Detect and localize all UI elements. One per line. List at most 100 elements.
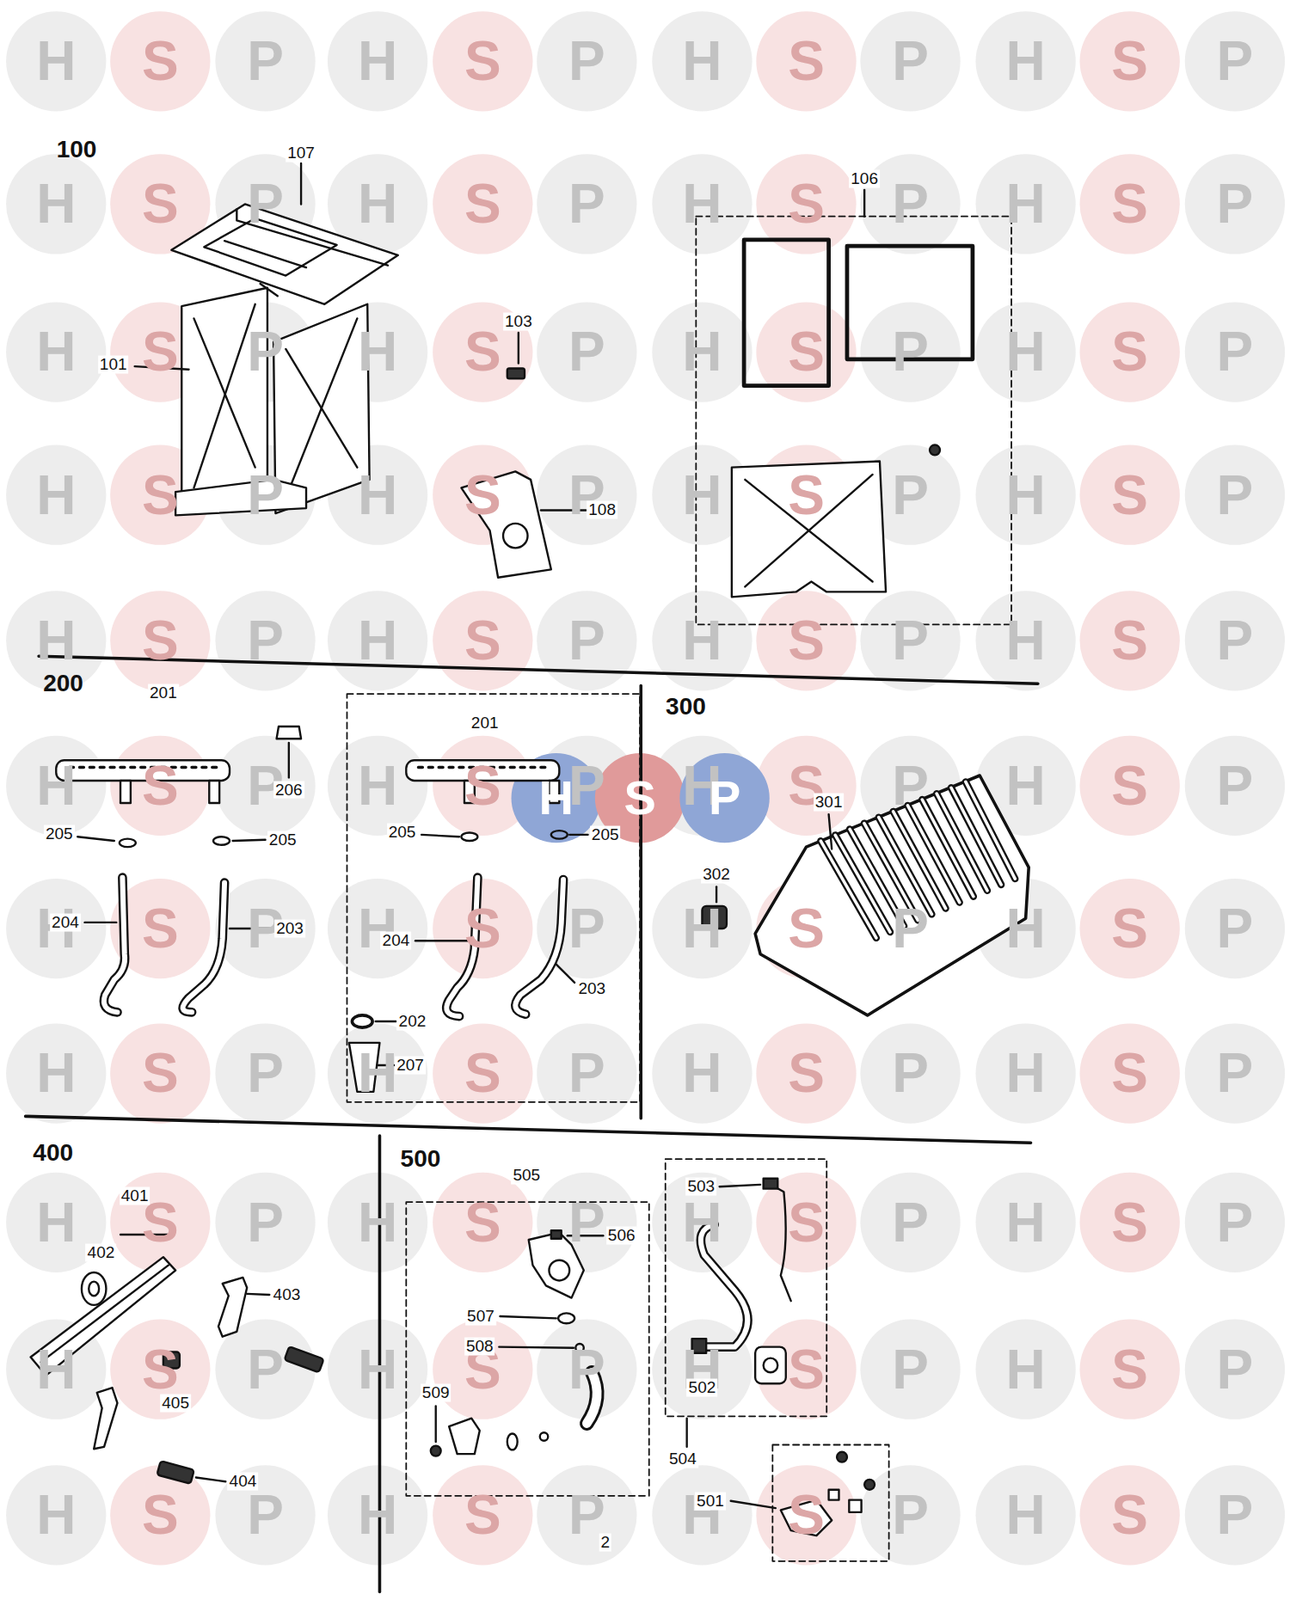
watermark-circle [110, 1465, 210, 1566]
callout-number: 103 [503, 312, 535, 331]
watermark-circle [432, 1320, 533, 1420]
callout-number: 504 [667, 1450, 699, 1469]
watermark-letter: H [1006, 755, 1046, 817]
watermark-letter: S [787, 321, 825, 382]
watermark-letter: S [141, 464, 179, 525]
watermark-letter: P [1216, 755, 1254, 817]
watermark-letter: H [1006, 173, 1046, 234]
callout-number: 207 [394, 1056, 426, 1075]
logo-letter: P [708, 771, 741, 825]
watermark-letter: P [246, 464, 284, 525]
logo-circle [679, 753, 769, 843]
watermark-circle [327, 736, 428, 836]
watermark-letter: P [246, 1339, 284, 1400]
watermark-letter: P [568, 610, 606, 671]
watermark-letter: S [141, 1339, 179, 1400]
watermark-circle [6, 1465, 106, 1566]
watermark-circle [860, 1320, 960, 1420]
section-number: 400 [32, 1140, 74, 1168]
watermark-circle [327, 590, 428, 691]
watermark-letter: P [568, 1339, 606, 1400]
watermark-letter: H [357, 610, 398, 671]
watermark-letter: S [1111, 755, 1149, 817]
watermark-letter: S [464, 898, 502, 959]
watermark-circle [1080, 445, 1180, 546]
watermark-letter: S [464, 755, 502, 817]
watermark-letter: S [1111, 464, 1149, 525]
watermark-circle [432, 1023, 533, 1124]
watermark-circle [1080, 1465, 1180, 1566]
watermark-letter: H [681, 1191, 722, 1253]
watermark-circle [755, 11, 856, 111]
watermark-circle [651, 11, 752, 111]
watermark-letter: S [464, 610, 502, 671]
watermark-letter: P [1216, 898, 1254, 959]
watermark-circle [432, 1465, 533, 1566]
watermark-circle [327, 1173, 428, 1273]
watermark-letter: H [1006, 1339, 1046, 1400]
watermark-circle [110, 11, 210, 111]
watermark-circle [432, 878, 533, 979]
watermark-letter: H [1006, 464, 1046, 525]
watermark-letter: H [1006, 30, 1046, 92]
watermark-circle [1080, 736, 1180, 836]
watermark-letter: P [568, 321, 606, 382]
watermark-letter: S [1111, 30, 1149, 92]
watermark-circle [215, 878, 315, 979]
watermark-letter: S [1111, 1485, 1149, 1546]
callout-number: 402 [86, 1244, 117, 1263]
watermark-circle [1080, 1023, 1180, 1124]
watermark-letter: S [464, 1191, 502, 1253]
watermark-circle [1185, 1465, 1285, 1566]
watermark-letter: H [36, 755, 76, 817]
callout-number: 201 [469, 714, 501, 733]
watermark-letter: S [1111, 898, 1149, 959]
watermark-circle [110, 1320, 210, 1420]
watermark-circle [6, 736, 106, 836]
section-number: 300 [665, 694, 707, 721]
watermark-letter: H [357, 30, 398, 92]
watermark-circle [1080, 11, 1180, 111]
watermark-circle [1185, 736, 1285, 836]
watermark-circle [6, 1023, 106, 1124]
watermark-circle [860, 1173, 960, 1273]
callout-number: 404 [227, 1473, 259, 1492]
watermark-circle [1185, 878, 1285, 979]
watermark-letter: S [787, 1339, 825, 1400]
watermark-circle [651, 153, 752, 254]
watermark-letter: H [681, 1043, 722, 1104]
watermark-circle [860, 1023, 960, 1124]
watermark-circle [975, 301, 1075, 402]
watermark-letter: S [787, 898, 825, 959]
watermark-circle [432, 11, 533, 111]
watermark-letter: S [141, 1043, 179, 1104]
watermark-letter: S [141, 898, 179, 959]
callout-number: 503 [685, 1178, 717, 1197]
watermark-letter: P [891, 464, 929, 525]
watermark-circle [755, 1023, 856, 1124]
callout-number: 302 [700, 866, 732, 885]
watermark-letter: P [1216, 1339, 1254, 1400]
watermark-letter: H [357, 1191, 398, 1253]
watermark-circle [327, 1465, 428, 1566]
watermark-circle [6, 301, 106, 402]
watermark-letter: H [357, 173, 398, 234]
watermark-letter: S [1111, 173, 1149, 234]
watermark-letter: P [891, 1043, 929, 1104]
watermark-letter: P [891, 1191, 929, 1253]
watermark-letter: S [141, 173, 179, 234]
watermark-letter: P [568, 1191, 606, 1253]
watermark-circle [1185, 445, 1285, 546]
callout-number: 205 [589, 825, 621, 844]
watermark-letter: P [1216, 464, 1254, 525]
logo-letter: H [539, 771, 574, 825]
watermark-letter: S [464, 1485, 502, 1546]
watermark-circle [860, 590, 960, 691]
watermark-letter: H [681, 610, 722, 671]
callout-number: 205 [267, 830, 299, 849]
watermark-circle [215, 11, 315, 111]
watermark-letter: P [891, 755, 929, 817]
watermark-letter: P [891, 173, 929, 234]
watermark-letter: H [36, 321, 76, 382]
callout-number: 204 [49, 913, 81, 932]
